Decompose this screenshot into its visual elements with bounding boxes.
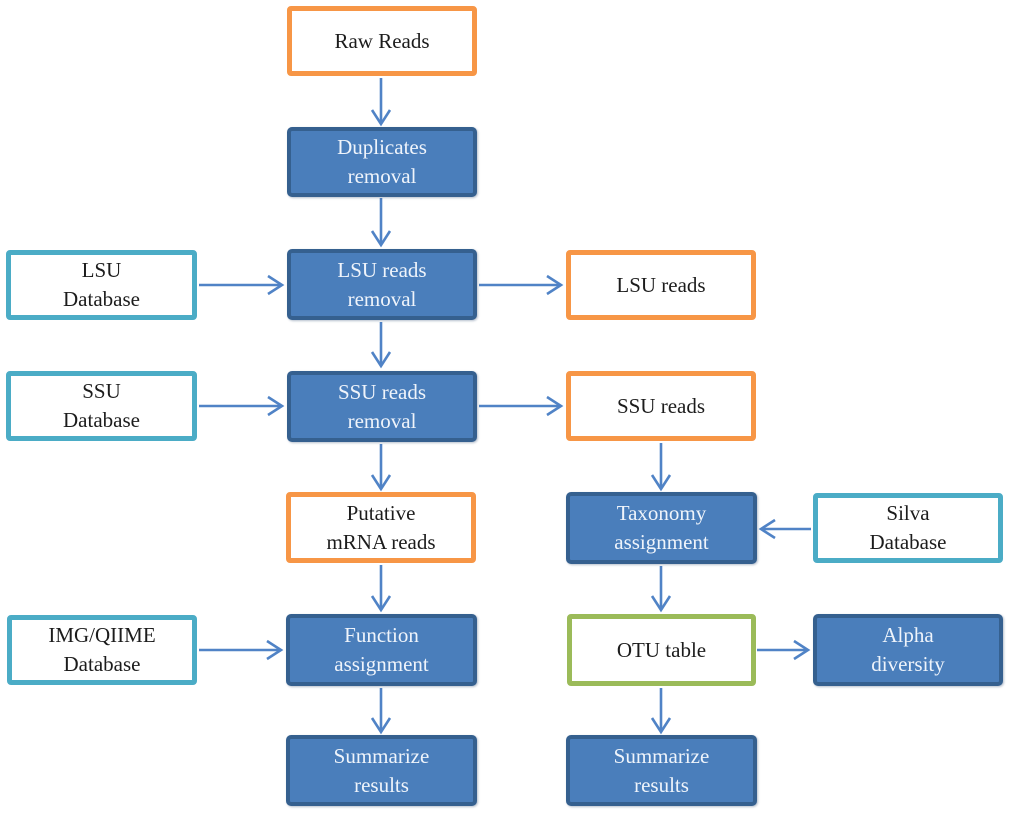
- node-img-qiime-database: IMG/QIIME Database: [7, 615, 197, 685]
- node-summarize-results-left: Summarize results: [286, 735, 477, 806]
- node-putative-mrna-reads: Putative mRNA reads: [286, 492, 476, 563]
- node-taxonomy-assignment: Taxonomy assignment: [566, 492, 757, 564]
- node-silva-database: Silva Database: [813, 493, 1003, 563]
- node-duplicates-removal: Duplicates removal: [287, 127, 477, 197]
- node-ssu-database: SSU Database: [6, 371, 197, 441]
- node-function-assignment: Function assignment: [286, 614, 477, 686]
- node-lsu-database: LSU Database: [6, 250, 197, 320]
- node-ssu-reads-removal: SSU reads removal: [287, 371, 477, 442]
- node-alpha-diversity: Alpha diversity: [813, 614, 1003, 686]
- node-ssu-reads: SSU reads: [566, 371, 756, 441]
- node-summarize-results-right: Summarize results: [566, 735, 757, 806]
- node-lsu-reads: LSU reads: [566, 250, 756, 320]
- node-lsu-reads-removal: LSU reads removal: [287, 249, 477, 320]
- node-raw-reads: Raw Reads: [287, 6, 477, 76]
- node-otu-table: OTU table: [567, 614, 756, 686]
